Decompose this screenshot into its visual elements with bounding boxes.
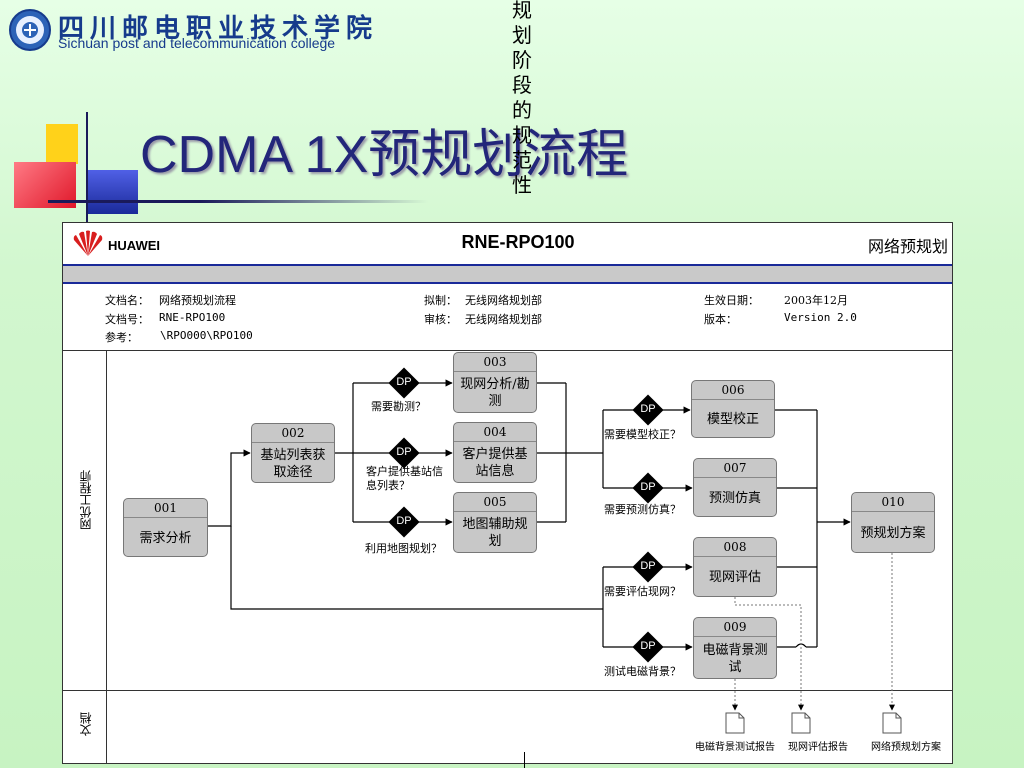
meta-review: 无线网络规划部 [465,313,542,326]
huawei-logo-text: HUAWEI [108,238,160,253]
process-number: 003 [454,353,536,372]
document-label-plan: 网络预规划方案 [871,742,941,753]
decor-horizontal-line [48,200,428,203]
decision-label: DP [396,446,412,458]
meta-ver: Version 2.0 [784,311,857,324]
question-predict: 需要预测仿真？ [604,503,681,516]
meta-draft: 无线网络规划部 [465,294,542,307]
process-label: 地图辅助规划 [462,517,528,549]
process-box-007[interactable]: 007 预测仿真 [693,458,777,517]
process-number: 010 [852,493,934,512]
decision-label: DP [640,560,656,572]
document-label-eval-report: 现网评估报告 [788,742,848,753]
meta-num: RNE-RPO100 [159,311,226,324]
process-box-001[interactable]: 001 需求分析 [123,498,208,557]
question-em: 测试电磁背景？ [604,665,681,678]
vertical-note: 规划阶段的规范性 [512,0,532,197]
meta-ref-label: 参考： [105,331,138,344]
lane-divider-docs [63,690,952,691]
decision-label: DP [640,481,656,493]
decision-label: DP [640,403,656,415]
decision-evaluate[interactable]: DP [632,551,664,583]
document-icon [725,712,745,734]
document-label-em-report: 电磁背景测试报告 [695,742,775,753]
process-number: 002 [252,424,334,443]
decor-vertical-line [86,112,88,224]
decision-predict[interactable]: DP [632,472,664,504]
process-box-005[interactable]: 005 地图辅助规划 [453,492,537,553]
process-number: 008 [694,538,776,557]
process-box-004[interactable]: 004 客户提供基站信息 [453,422,537,483]
meta-ver-label: 版本： [704,313,737,326]
huawei-logo-icon [73,230,103,256]
decision-em[interactable]: DP [632,631,664,663]
question-map: 利用地图规划？ [365,542,442,555]
process-number: 006 [692,381,774,400]
vertical-note-tail [524,752,525,768]
process-number: 004 [454,423,536,442]
document-icon [791,712,811,734]
meta-date: 2003年12月 [784,294,848,307]
decision-label: DP [396,376,412,388]
lane-label-divider [106,350,107,763]
question-evaluate: 需要评估现网？ [604,585,681,598]
meta-name-label: 文档名： [105,294,149,307]
process-box-008[interactable]: 008 现网评估 [693,537,777,597]
meta-name: 网络预规划流程 [159,294,236,307]
process-label: 基站列表获取途径 [260,447,326,480]
process-number: 001 [124,499,207,518]
process-label: 电磁背景测试 [702,642,768,675]
header-band [63,264,952,284]
process-label: 客户提供基站信息 [462,447,528,479]
process-label: 模型校正 [706,412,759,427]
decor-yellow-square [46,124,78,164]
lane-divider-top [63,350,952,351]
process-box-002[interactable]: 002 基站列表获取途径 [251,423,335,483]
meta-date-label: 生效日期： [704,294,759,307]
meta-review-label: 审核： [424,313,457,326]
decor-blue-square [88,170,138,214]
college-seal-icon [9,9,51,51]
decision-label: DP [396,515,412,527]
question-model: 需要模型校正？ [604,428,681,441]
process-number: 005 [454,493,536,512]
college-name-cn: 四川邮电职业技术学院 [58,14,379,44]
document-type: 网络预规划 [867,237,948,256]
process-label: 预测仿真 [708,490,761,506]
process-label: 需求分析 [139,530,192,546]
decision-model[interactable]: DP [632,394,664,426]
decision-map[interactable]: DP [388,506,420,538]
meta-draft-label: 拟制： [424,294,457,307]
process-box-006[interactable]: 006 模型校正 [691,380,775,438]
process-number: 007 [694,459,776,478]
process-box-003[interactable]: 003 现网分析/勘测 [453,352,537,413]
process-box-009[interactable]: 009 电磁背景测试 [693,617,777,679]
process-number: 009 [694,618,776,637]
document-icon [882,712,902,734]
meta-ref: \RPO000\RPO100 [160,329,253,342]
process-label: 现网评估 [708,570,761,585]
process-label: 预规划方案 [860,525,926,541]
college-name-en: Sichuan post and telecommunication colle… [58,35,336,51]
decision-label: DP [640,640,656,652]
process-box-010[interactable]: 010 预规划方案 [851,492,935,553]
process-label: 现网分析/勘测 [460,377,530,409]
meta-num-label: 文档号： [105,313,149,326]
question-survey: 需要勘测？ [371,400,426,413]
decision-customer[interactable]: DP [388,437,420,469]
slide-title: CDMA 1X预规划流程 [140,126,629,184]
decision-survey[interactable]: DP [388,367,420,399]
question-customer: 客户提供基站信息列表？ [366,465,443,492]
document-code: RNE-RPO100 [461,232,575,252]
